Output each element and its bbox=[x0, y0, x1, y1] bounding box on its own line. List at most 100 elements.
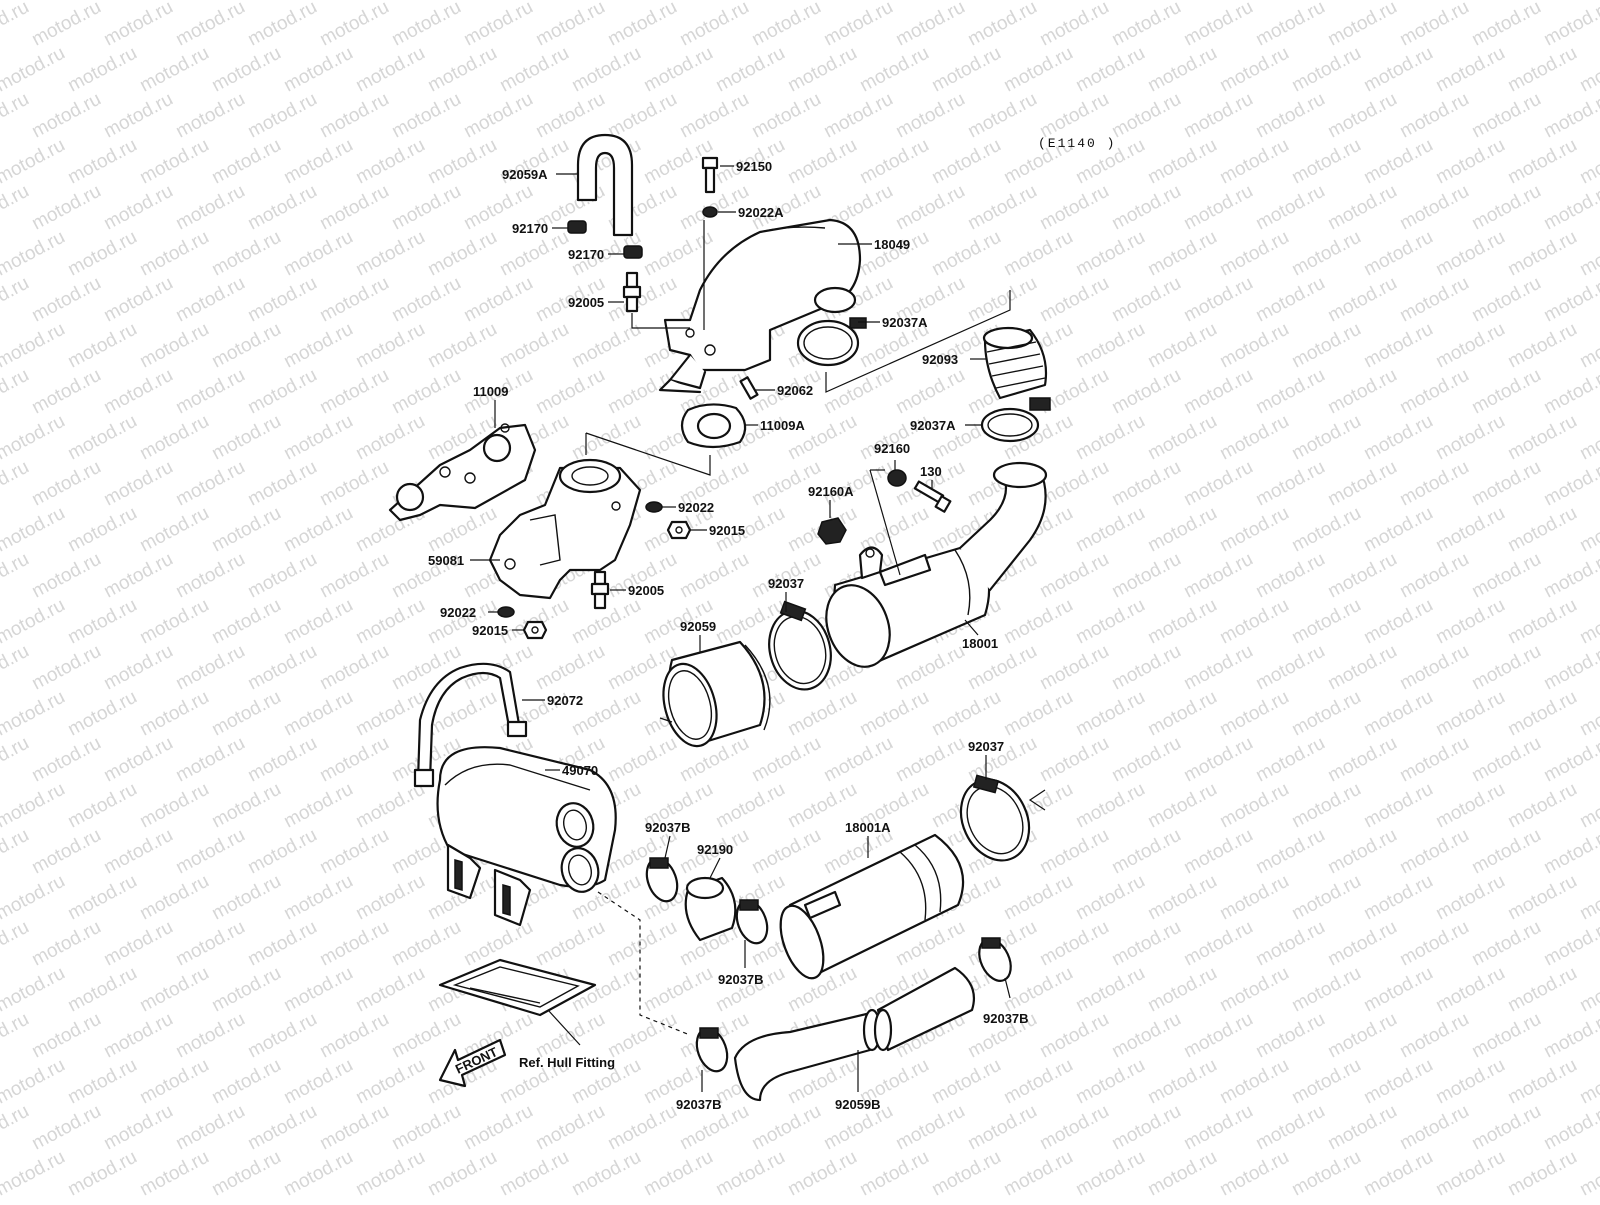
label-18049: 18049 bbox=[874, 237, 910, 252]
watermark-text: motod.ru bbox=[748, 825, 824, 879]
watermark-text: motod.ru bbox=[892, 1101, 968, 1155]
watermark-text: motod.ru bbox=[1072, 595, 1148, 649]
watermark-text: motod.ru bbox=[1252, 0, 1328, 50]
watermark-text: motod.ru bbox=[136, 687, 212, 741]
label-92037b-right: 92037B bbox=[983, 1011, 1029, 1026]
watermark-text: motod.ru bbox=[1504, 135, 1580, 189]
watermark-text: motod.ru bbox=[1108, 181, 1184, 235]
watermark-text: motod.ru bbox=[1396, 549, 1472, 603]
watermark-text: motod.ru bbox=[1396, 273, 1472, 327]
watermark-text: motod.ru bbox=[1036, 181, 1112, 235]
watermark-text: motod.ru bbox=[1468, 825, 1544, 879]
watermark-text: motod.ru bbox=[928, 1055, 1004, 1109]
fitting-92005-mid bbox=[590, 570, 610, 610]
watermark-text: motod.ru bbox=[1072, 779, 1148, 833]
watermark-text: motod.ru bbox=[1360, 687, 1436, 741]
watermark-text: motod.ru bbox=[1432, 1055, 1508, 1109]
watermark-text: motod.ru bbox=[388, 641, 464, 695]
watermark-text: motod.ru bbox=[244, 0, 320, 50]
watermark-text: motod.ru bbox=[64, 503, 140, 557]
watermark-text: motod.ru bbox=[64, 1147, 140, 1200]
watermark-text: motod.ru bbox=[1108, 825, 1184, 879]
watermark-text: motod.ru bbox=[1288, 871, 1364, 925]
watermark-text: motod.ru bbox=[1108, 1101, 1184, 1155]
watermark-text: motod.ru bbox=[424, 319, 500, 373]
watermark-text: motod.ru bbox=[172, 1009, 248, 1063]
watermark-text: motod.ru bbox=[1504, 1147, 1580, 1200]
label-92015-right: 92015 bbox=[709, 523, 745, 538]
label-92160: 92160 bbox=[874, 441, 910, 456]
watermark-text: motod.ru bbox=[28, 365, 104, 419]
watermark-text: motod.ru bbox=[316, 733, 392, 787]
watermark-text: motod.ru bbox=[1324, 1101, 1400, 1155]
watermark-text: motod.ru bbox=[568, 1147, 644, 1200]
watermark-text: motod.ru bbox=[1396, 733, 1472, 787]
watermark-text: motod.ru bbox=[244, 457, 320, 511]
watermark-text: motod.ru bbox=[0, 733, 33, 787]
watermark-text: motod.ru bbox=[604, 733, 680, 787]
watermark-text: motod.ru bbox=[712, 1147, 788, 1200]
watermark-text: motod.ru bbox=[172, 641, 248, 695]
watermark-text: motod.ru bbox=[1324, 1009, 1400, 1063]
watermark-text: motod.ru bbox=[1432, 43, 1508, 97]
watermark-text: motod.ru bbox=[280, 1055, 356, 1109]
watermark-text: motod.ru bbox=[1072, 0, 1148, 4]
watermark-text: motod.ru bbox=[100, 733, 176, 787]
watermark-text: motod.ru bbox=[1504, 1055, 1580, 1109]
bellows-92093 bbox=[982, 326, 1048, 400]
watermark-text: motod.ru bbox=[532, 917, 608, 971]
watermark-text: motod.ru bbox=[0, 641, 33, 695]
ref-hull-fitting-note: Ref. Hull Fitting bbox=[519, 1055, 615, 1070]
watermark-text: motod.ru bbox=[1360, 227, 1436, 281]
watermark-text: motod.ru bbox=[0, 1009, 33, 1063]
watermark-text: motod.ru bbox=[352, 319, 428, 373]
gasket-11009a bbox=[680, 403, 747, 449]
watermark-text: motod.ru bbox=[1432, 319, 1508, 373]
watermark-text: motod.ru bbox=[1036, 917, 1112, 971]
watermark-text: motod.ru bbox=[208, 963, 284, 1017]
clamp-92037-right bbox=[959, 774, 1031, 862]
watermark-text: motod.ru bbox=[172, 825, 248, 879]
watermark-text: motod.ru bbox=[1072, 319, 1148, 373]
watermark-text: motod.ru bbox=[0, 89, 33, 143]
watermark-text: motod.ru bbox=[244, 273, 320, 327]
watermark-text: motod.ru bbox=[1576, 0, 1600, 4]
watermark-text: motod.ru bbox=[856, 687, 932, 741]
watermark-text: motod.ru bbox=[1036, 733, 1112, 787]
watermark-text: motod.ru bbox=[424, 595, 500, 649]
muffler-49070 bbox=[436, 746, 617, 927]
watermark-text: motod.ru bbox=[28, 1101, 104, 1155]
label-92160a: 92160A bbox=[808, 484, 854, 499]
watermark-text: motod.ru bbox=[208, 595, 284, 649]
watermark-text: motod.ru bbox=[1288, 963, 1364, 1017]
watermark-text: motod.ru bbox=[0, 319, 69, 373]
watermark-text: motod.ru bbox=[136, 1147, 212, 1200]
watermark-text: motod.ru bbox=[1144, 135, 1220, 189]
label-92037b-center: 92037B bbox=[718, 972, 764, 987]
watermark-text: motod.ru bbox=[1576, 779, 1600, 833]
watermark-text: motod.ru bbox=[28, 641, 104, 695]
watermark-text: motod.ru bbox=[1180, 825, 1256, 879]
watermark-text: motod.ru bbox=[244, 181, 320, 235]
clamp-92037-mid bbox=[768, 600, 832, 691]
watermark-text: motod.ru bbox=[1144, 227, 1220, 281]
watermark-text: motod.ru bbox=[1324, 641, 1400, 695]
watermark-text: motod.ru bbox=[1144, 411, 1220, 465]
watermark-text: motod.ru bbox=[0, 273, 33, 327]
label-92037b-bottom: 92037B bbox=[676, 1097, 722, 1112]
watermark-text: motod.ru bbox=[352, 1055, 428, 1109]
watermark-text: motod.ru bbox=[244, 641, 320, 695]
watermark-text: motod.ru bbox=[532, 0, 608, 50]
watermark-text: motod.ru bbox=[1072, 227, 1148, 281]
watermark-text: motod.ru bbox=[1216, 779, 1292, 833]
watermark-text: motod.ru bbox=[352, 227, 428, 281]
watermark-text: motod.ru bbox=[1180, 641, 1256, 695]
watermark-text: motod.ru bbox=[1216, 963, 1292, 1017]
watermark-text: motod.ru bbox=[748, 733, 824, 787]
watermark-text: motod.ru bbox=[1144, 871, 1220, 925]
watermark-text: motod.ru bbox=[1504, 0, 1580, 4]
watermark-text: motod.ru bbox=[316, 89, 392, 143]
watermark-text: motod.ru bbox=[1036, 549, 1112, 603]
watermark-text: motod.ru bbox=[388, 273, 464, 327]
label-92190: 92190 bbox=[697, 842, 733, 857]
